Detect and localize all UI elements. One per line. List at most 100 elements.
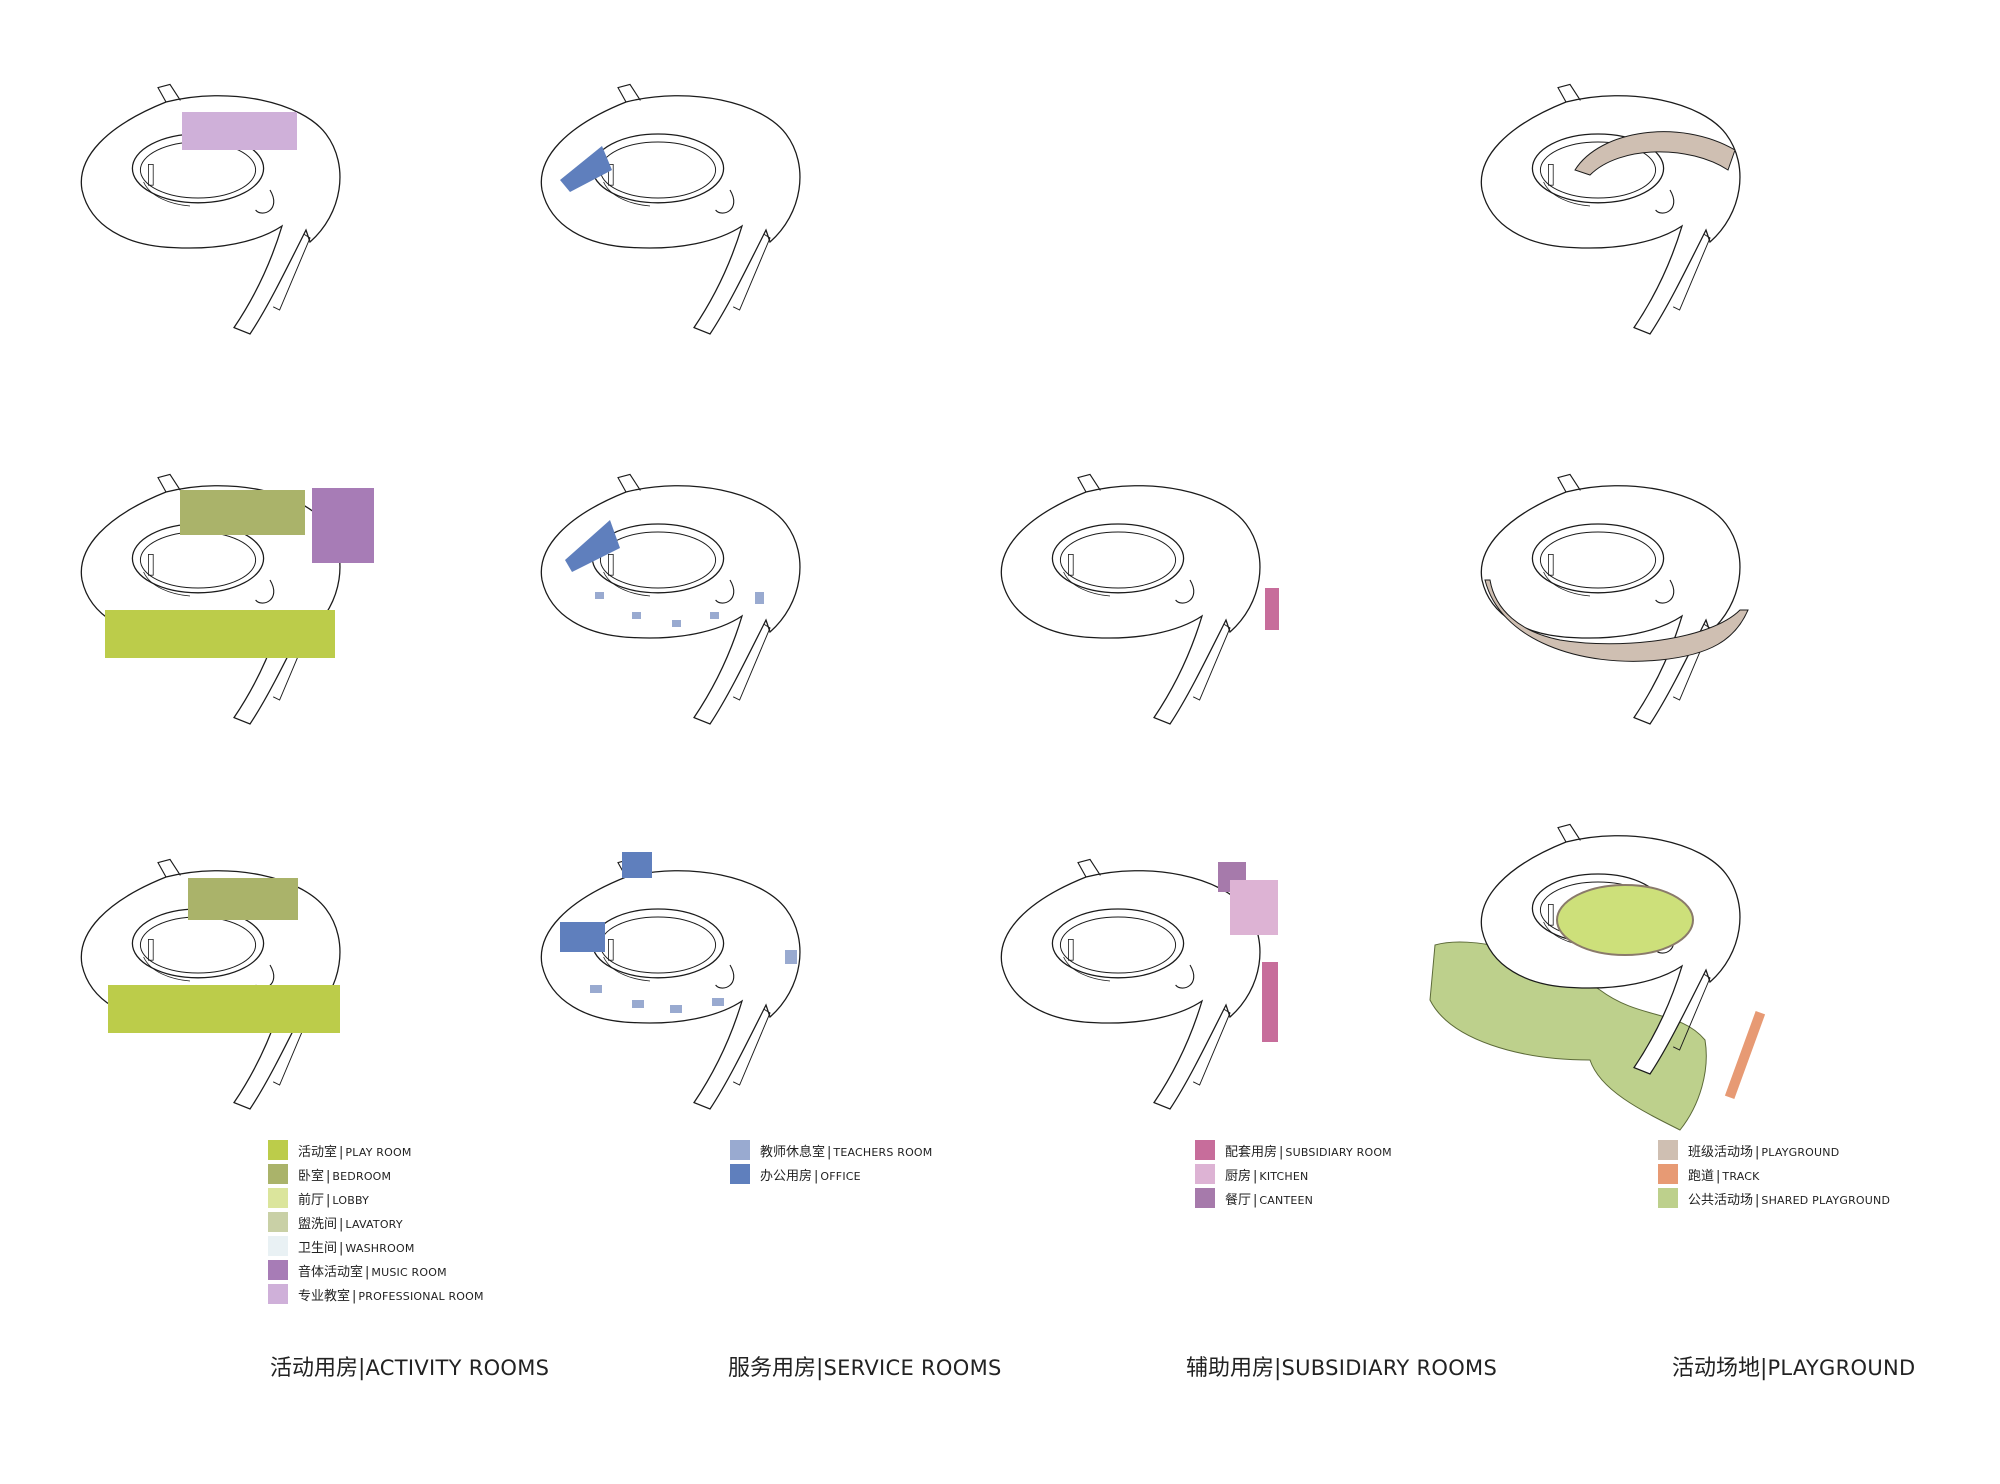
caption-separator: | bbox=[358, 1356, 366, 1381]
bedroom-zone-top bbox=[188, 878, 298, 920]
legend-label: 活动室|PLAY ROOM bbox=[298, 1141, 412, 1160]
plan-activity-floor-1 bbox=[80, 858, 341, 1110]
legend-label-zh: 专业教室 bbox=[298, 1288, 351, 1304]
teachers-room-block bbox=[670, 1005, 682, 1013]
legend-label-zh: 活动室 bbox=[298, 1144, 338, 1160]
legend-separator: | bbox=[1755, 1144, 1760, 1160]
caption-subsidiary-rooms: 辅助用房|SUBSIDIARY ROOMS bbox=[1186, 1350, 1497, 1382]
legend-label-zh: 厨房 bbox=[1225, 1168, 1252, 1184]
inner-shared-playground bbox=[1556, 884, 1694, 956]
legend-swatch bbox=[1195, 1164, 1215, 1184]
teachers-room-block bbox=[632, 1000, 644, 1008]
legend-separator: | bbox=[365, 1264, 370, 1280]
legend-label-en: CANTEEN bbox=[1259, 1193, 1314, 1207]
plan-playground-site bbox=[1429, 823, 1766, 1131]
legend-item: 公共活动场|SHARED PLAYGROUND bbox=[1658, 1186, 1890, 1210]
legend-label-en: TEACHERS ROOM bbox=[833, 1145, 933, 1159]
legend-separator: | bbox=[339, 1216, 344, 1232]
legend-label: 厨房|KITCHEN bbox=[1225, 1165, 1308, 1184]
legend-item: 卫生间|WASHROOM bbox=[268, 1234, 484, 1258]
legend-item: 音体活动室|MUSIC ROOM bbox=[268, 1258, 484, 1282]
track-zone bbox=[1724, 1011, 1766, 1099]
caption-zh: 活动场地 bbox=[1672, 1356, 1761, 1381]
caption-activity-rooms: 活动用房|ACTIVITY ROOMS bbox=[270, 1350, 549, 1382]
legend-separator: | bbox=[339, 1144, 344, 1160]
legend-swatch bbox=[268, 1140, 288, 1160]
caption-en: ACTIVITY ROOMS bbox=[365, 1356, 550, 1380]
legend-swatch bbox=[268, 1236, 288, 1256]
plan-subsidiary-floor-2 bbox=[1000, 473, 1279, 725]
legend-separator: | bbox=[1755, 1192, 1760, 1208]
teachers-room-block bbox=[755, 592, 764, 604]
legend-separator: | bbox=[814, 1168, 819, 1184]
teachers-room-block bbox=[710, 612, 719, 619]
legend-item: 前厅|LOBBY bbox=[268, 1186, 484, 1210]
plan-activity-floor-3 bbox=[80, 83, 341, 335]
legend-item: 专业教室|PROFESSIONAL ROOM bbox=[268, 1282, 484, 1306]
legend-label: 餐厅|CANTEEN bbox=[1225, 1189, 1313, 1208]
teachers-room-block bbox=[672, 620, 681, 627]
caption-en: SERVICE ROOMS bbox=[823, 1356, 1002, 1380]
legend-label-en: SHARED PLAYGROUND bbox=[1761, 1193, 1891, 1207]
playground-zone bbox=[1484, 579, 1749, 662]
caption-playground: 活动场地|PLAYGROUND bbox=[1672, 1350, 1916, 1382]
plan-playground-floor-2 bbox=[1480, 473, 1749, 725]
legend-label: 班级活动场|PLAYGROUND bbox=[1688, 1141, 1839, 1160]
music-room-zone bbox=[312, 488, 374, 563]
caption-en: PLAYGROUND bbox=[1767, 1356, 1916, 1380]
plan-service-floor-3 bbox=[540, 83, 801, 335]
legend-label-zh: 卧室 bbox=[298, 1168, 325, 1184]
professional-room-zone bbox=[182, 112, 297, 150]
subsidiary-room-zone bbox=[1265, 588, 1279, 630]
legend-label: 跑道|TRACK bbox=[1688, 1165, 1760, 1184]
play-room-zone-bottom bbox=[108, 985, 340, 1033]
legend-separator: | bbox=[352, 1288, 357, 1304]
legend-item: 跑道|TRACK bbox=[1658, 1162, 1890, 1186]
legend-swatch bbox=[730, 1164, 750, 1184]
legend-item: 餐厅|CANTEEN bbox=[1195, 1186, 1392, 1210]
legend-separator: | bbox=[1253, 1168, 1258, 1184]
legend-label: 卫生间|WASHROOM bbox=[298, 1237, 415, 1256]
caption-separator: | bbox=[1760, 1356, 1768, 1381]
teachers-room-block bbox=[590, 985, 602, 993]
plan-activity-floor-2 bbox=[80, 473, 374, 725]
legend-swatch bbox=[1195, 1140, 1215, 1160]
caption-separator: | bbox=[816, 1356, 824, 1381]
legend-swatch bbox=[268, 1260, 288, 1280]
legend-swatch bbox=[1195, 1188, 1215, 1208]
legend-label-zh: 配套用房 bbox=[1225, 1144, 1278, 1160]
legend-label-en: OFFICE bbox=[820, 1169, 861, 1183]
legend-label: 前厅|LOBBY bbox=[298, 1189, 369, 1208]
legend-label-zh: 办公用房 bbox=[760, 1168, 813, 1184]
office-zone bbox=[565, 520, 620, 572]
legend-swatch bbox=[1658, 1188, 1678, 1208]
legend-item: 盥洗间|LAVATORY bbox=[268, 1210, 484, 1234]
plan-playground-floor-3 bbox=[1480, 83, 1741, 335]
legend-swatch bbox=[268, 1284, 288, 1304]
legend-label-en: LAVATORY bbox=[345, 1217, 403, 1231]
legend-item: 班级活动场|PLAYGROUND bbox=[1658, 1138, 1890, 1162]
caption-zh: 服务用房 bbox=[728, 1356, 817, 1381]
caption-zh: 辅助用房 bbox=[1186, 1356, 1275, 1381]
teachers-room-block bbox=[712, 998, 724, 1006]
legend-label-zh: 教师休息室 bbox=[760, 1144, 826, 1160]
legend-item: 办公用房|OFFICE bbox=[730, 1162, 932, 1186]
legend-separator: | bbox=[827, 1144, 832, 1160]
legend-swatch bbox=[1658, 1140, 1678, 1160]
legend-separator: | bbox=[326, 1192, 331, 1208]
legend-label-zh: 班级活动场 bbox=[1688, 1144, 1754, 1160]
legend-label: 公共活动场|SHARED PLAYGROUND bbox=[1688, 1189, 1890, 1208]
caption-en: SUBSIDIARY ROOMS bbox=[1281, 1356, 1498, 1380]
legend-label-zh: 音体活动室 bbox=[298, 1264, 364, 1280]
bedroom-zone-top bbox=[180, 490, 305, 535]
legend-label-en: PLAY ROOM bbox=[345, 1145, 412, 1159]
legend-label-en: BEDROOM bbox=[332, 1169, 392, 1183]
office-zone bbox=[622, 852, 652, 878]
legend-item: 配套用房|SUBSIDIARY ROOM bbox=[1195, 1138, 1392, 1162]
legend-separator: | bbox=[1279, 1144, 1284, 1160]
plan-subsidiary-floor-1 bbox=[1000, 858, 1278, 1110]
legend-swatch bbox=[268, 1188, 288, 1208]
